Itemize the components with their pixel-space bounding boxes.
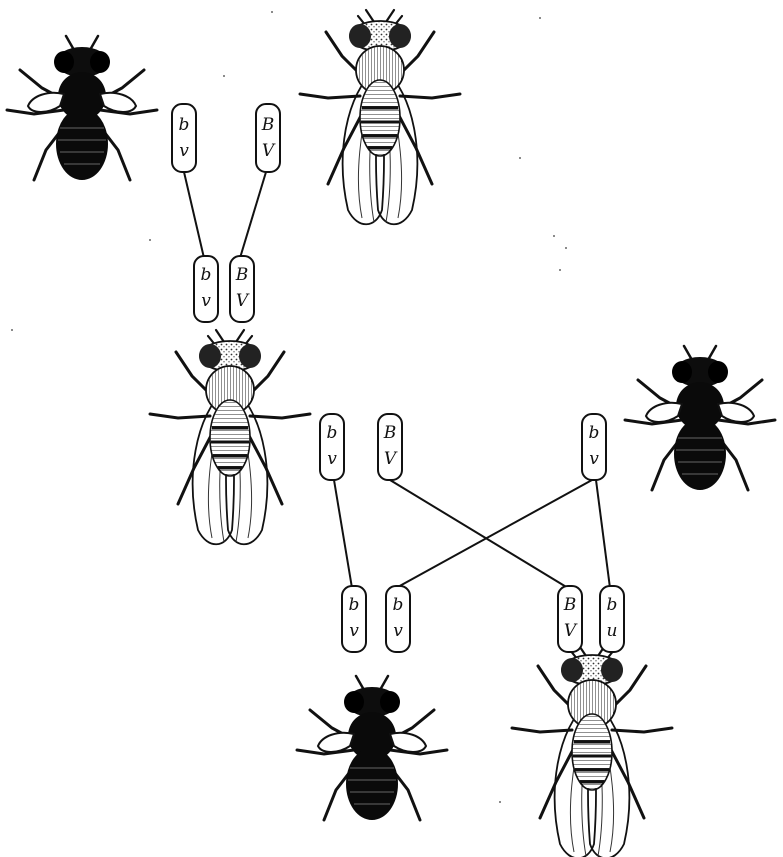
offspring-black-vestigial-fly xyxy=(297,676,447,820)
line-p2-to-f1b xyxy=(240,172,266,258)
allele-label: V xyxy=(564,621,578,641)
allele-label: b xyxy=(327,423,338,443)
parent-black-vestigial-fly xyxy=(7,36,157,180)
allele-label: V xyxy=(262,141,276,161)
allele-label: v xyxy=(393,621,403,641)
allele-label: v xyxy=(201,291,211,311)
allele-label: B xyxy=(235,265,249,285)
chromosome-p1: b v xyxy=(172,104,196,172)
chromosome-f1a: b v xyxy=(194,256,218,322)
allele-label: v xyxy=(327,449,337,469)
chromosome-p2: B V xyxy=(256,104,280,172)
chromosome-f1b: B V xyxy=(230,256,254,322)
chromosome-o2: b v xyxy=(386,586,410,652)
allele-label: B xyxy=(383,423,397,443)
line-g3-to-o4 xyxy=(596,480,610,588)
line-p1-to-f1a xyxy=(184,172,204,258)
parent-grey-normal-fly xyxy=(300,10,460,224)
allele-label: B xyxy=(563,595,577,615)
tester-black-vestigial-fly xyxy=(625,346,775,490)
allele-label: u xyxy=(607,621,618,641)
allele-label: V xyxy=(384,449,398,469)
chromosome-g3: b v xyxy=(582,414,606,480)
chromosome-g1: b v xyxy=(320,414,344,480)
allele-label: V xyxy=(236,291,250,311)
allele-label: v xyxy=(589,449,599,469)
allele-label: b xyxy=(349,595,360,615)
allele-label: b xyxy=(393,595,404,615)
chromosome-o3: B V xyxy=(558,586,582,652)
allele-label: b xyxy=(179,115,190,135)
allele-label: b xyxy=(201,265,212,285)
chromosome-g2: B V xyxy=(378,414,402,480)
chromosome-o4: b u xyxy=(600,586,624,652)
offspring-grey-normal-fly xyxy=(512,644,672,857)
f1-grey-normal-fly xyxy=(150,330,310,544)
allele-label: v xyxy=(349,621,359,641)
allele-label: B xyxy=(261,115,275,135)
line-g2-to-o3 xyxy=(390,480,568,588)
line-g3-to-o2 xyxy=(396,480,592,588)
chromosome-o1: b v xyxy=(342,586,366,652)
allele-label: b xyxy=(607,595,618,615)
allele-label: b xyxy=(589,423,600,443)
line-g1-to-o1 xyxy=(334,480,352,588)
allele-label: v xyxy=(179,141,189,161)
